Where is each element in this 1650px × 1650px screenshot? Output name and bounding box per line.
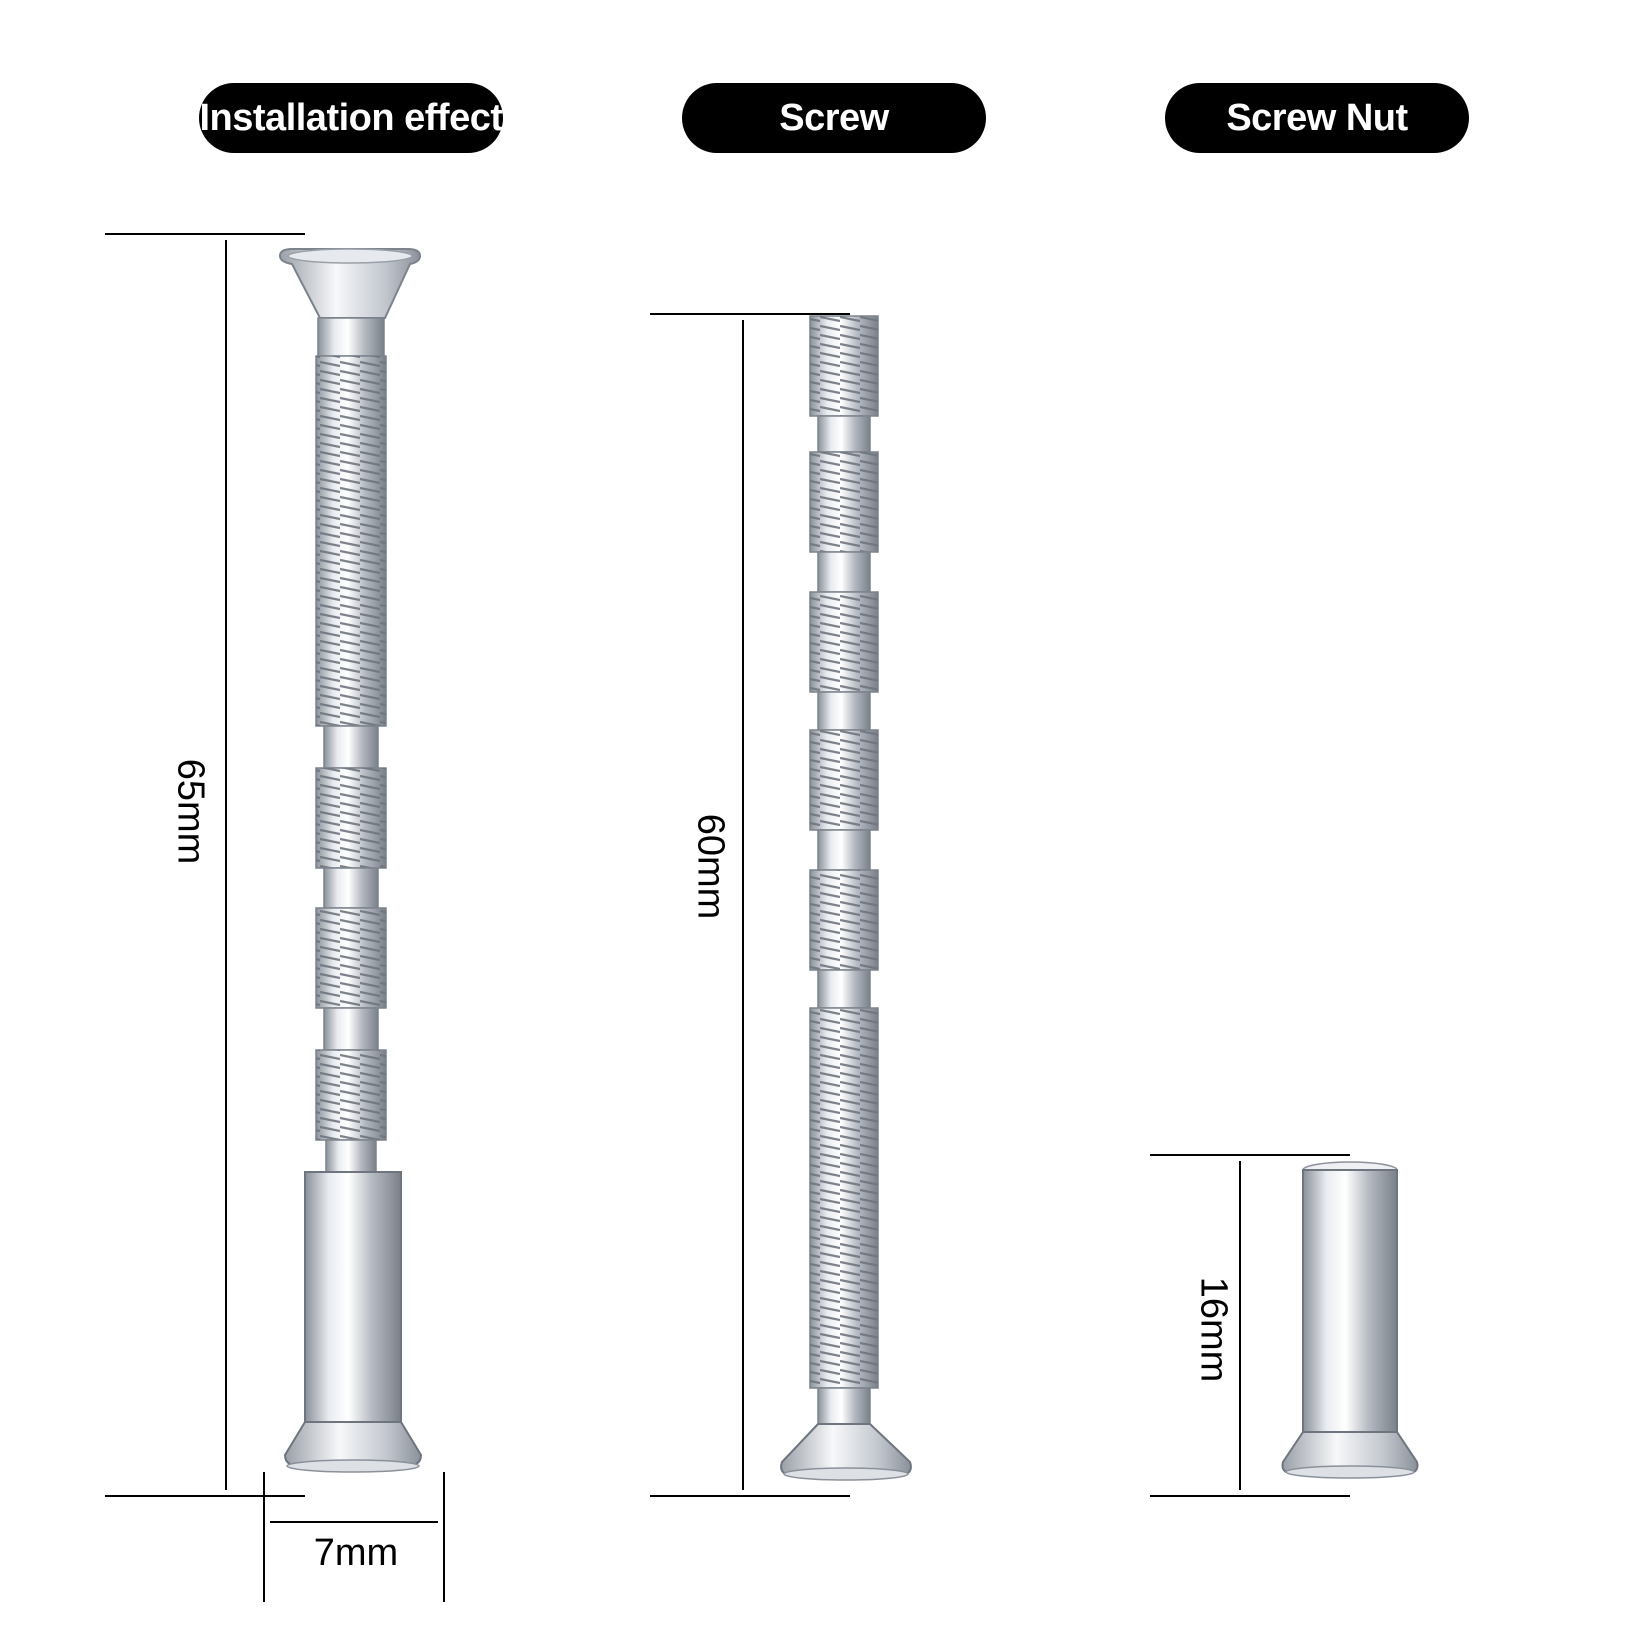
nut-part [1281,1161,1419,1479]
total-length-label: 65mm [169,758,212,865]
dimension-16 [1150,1154,1350,1497]
nut-length-label: 16mm [1192,1276,1235,1383]
screw-nut-label: Screw Nut [1165,83,1469,153]
diameter-label: 7mm [313,1532,399,1574]
assembled-bolt [278,248,423,1473]
screw-length-label: 60mm [689,813,732,920]
screw-part [780,315,912,1481]
installation-effect-label: Installation effect [199,83,503,153]
dimension-65 [105,233,305,1497]
dimension-60 [650,313,850,1497]
screw-label: Screw [682,83,986,153]
dimension-7 [263,1472,445,1602]
